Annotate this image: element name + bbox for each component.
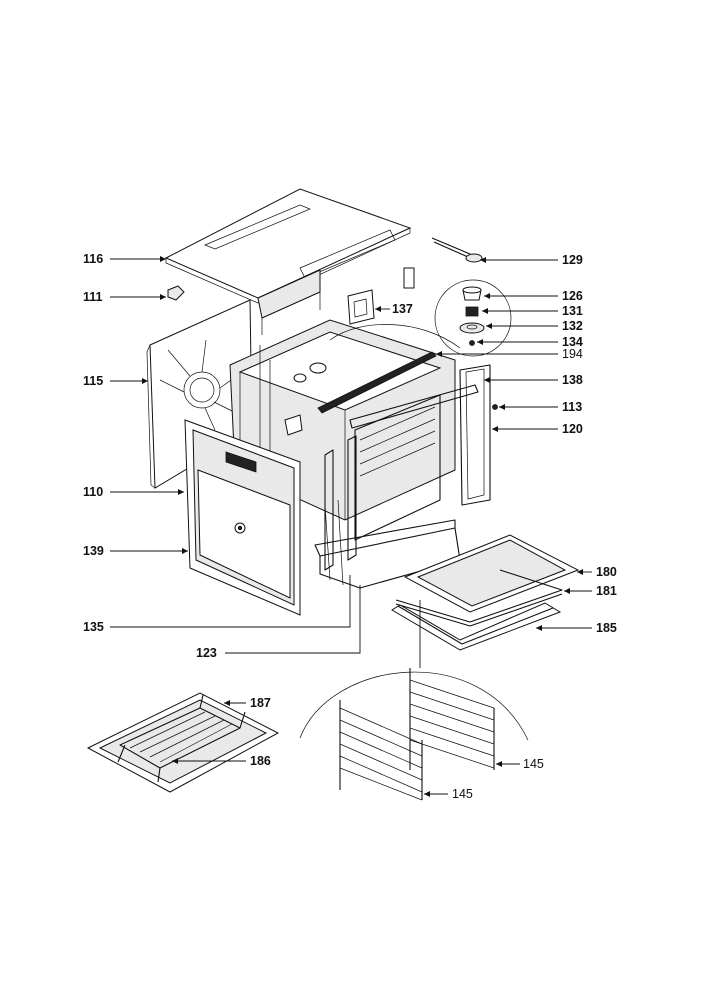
front-frame-110 [184, 419, 301, 616]
lamp-assembly [434, 279, 512, 357]
part-label-145-right: 145 [523, 757, 544, 771]
part-label-110: 110 [83, 485, 104, 499]
part-label-185: 185 [596, 621, 617, 635]
shelf-supports-145 [299, 668, 529, 801]
leader-lines [110, 256, 592, 797]
part-label-180: 180 [596, 565, 617, 579]
tray-180 [403, 534, 580, 613]
right-frame-120 [349, 364, 498, 506]
part-label-135: 135 [83, 620, 104, 634]
sensor-129 [403, 237, 483, 289]
part-label-120: 120 [562, 422, 583, 436]
part-label-126: 126 [562, 289, 583, 303]
part-label-186: 186 [250, 754, 271, 768]
part-label-194: 194 [562, 347, 583, 361]
part-label-134: 134 [562, 335, 583, 349]
part-label-139: 139 [83, 544, 104, 558]
part-label-145-left: 145 [452, 787, 473, 801]
bracket-137 [347, 289, 375, 325]
part-label-131: 131 [562, 304, 583, 318]
part-label-187: 187 [250, 696, 271, 710]
clip-111 [167, 285, 185, 301]
part-label-123: 123 [196, 646, 217, 660]
part-label-129: 129 [562, 253, 583, 267]
top-cover-116 [164, 188, 412, 335]
part-label-137: 137 [392, 302, 413, 316]
part-label-132: 132 [562, 319, 583, 333]
part-label-138: 138 [562, 373, 583, 387]
part-label-113: 113 [562, 400, 583, 414]
roasting-rack-186 [117, 694, 246, 783]
part-label-181: 181 [596, 584, 617, 598]
part-label-116: 116 [83, 252, 104, 266]
grid-181 [395, 569, 563, 627]
part-label-111: 111 [83, 290, 103, 304]
heater-194 [317, 324, 461, 414]
door-side-racks [324, 435, 357, 571]
tray-185 [391, 602, 562, 651]
part-label-115: 115 [83, 374, 104, 388]
